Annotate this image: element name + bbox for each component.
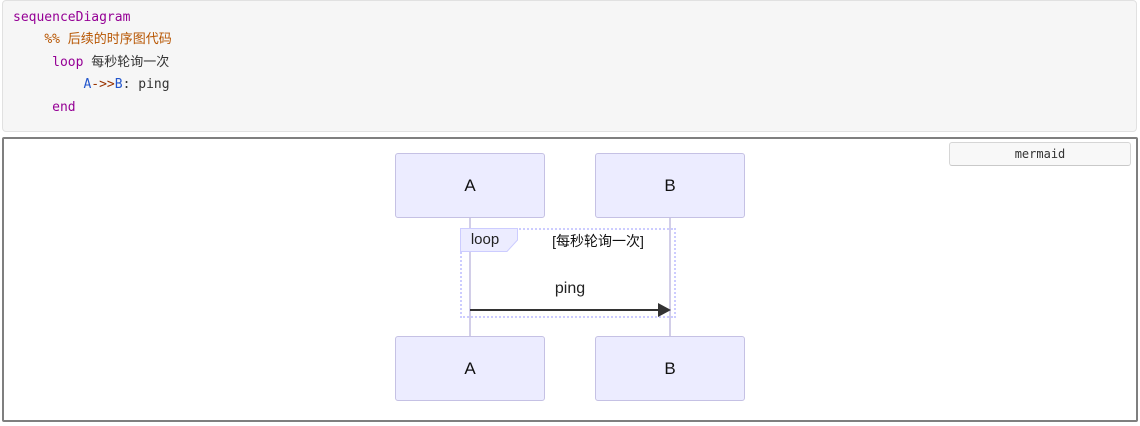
actor-box-a-top: A <box>395 153 545 218</box>
actor-box-b-top: B <box>595 153 745 218</box>
mermaid-preview-panel: mermaid A B loop [每秒轮询一次] ping A B <box>2 137 1138 422</box>
code-line: loop 每秒轮询一次 <box>52 54 170 70</box>
loop-condition-text: [每秒轮询一次] <box>552 233 644 249</box>
code-editor: sequenceDiagram %% 后续的时序图代码 loop 每秒轮询一次 … <box>2 0 1137 132</box>
lifeline-b <box>669 218 671 336</box>
language-label: mermaid <box>1014 147 1066 161</box>
loop-keyword: loop <box>470 230 500 248</box>
code-line: end <box>52 99 76 115</box>
message-arrow-line <box>470 309 660 311</box>
language-label-button[interactable]: mermaid <box>949 142 1131 166</box>
message-text: ping <box>554 280 586 297</box>
loop-frame <box>460 228 676 318</box>
actor-label: B <box>664 358 676 378</box>
actor-label: A <box>464 175 476 195</box>
code-line: sequenceDiagram <box>13 10 131 25</box>
actor-box-b-bottom: B <box>595 336 745 401</box>
lifeline-a <box>469 218 471 336</box>
loop-label-tab: loop <box>460 228 518 252</box>
actor-label: B <box>664 175 676 195</box>
message-arrowhead-icon <box>658 303 671 317</box>
code-line: A->>B: ping <box>83 77 170 93</box>
actor-label: A <box>464 358 476 378</box>
actor-box-a-bottom: A <box>395 336 545 401</box>
loop-label-shape-icon <box>460 228 518 252</box>
code-line: %% 后续的时序图代码 <box>44 32 172 48</box>
